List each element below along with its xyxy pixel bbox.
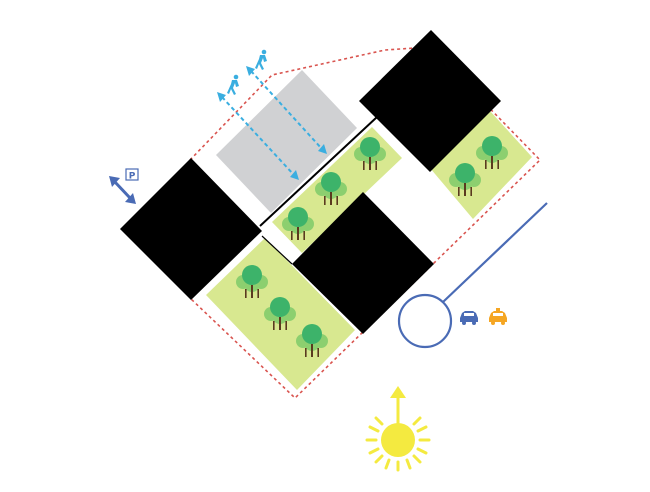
sun-icon <box>365 386 431 472</box>
building-top-right <box>359 30 501 172</box>
parking-icon: P <box>125 168 139 182</box>
plaza-area <box>216 70 357 213</box>
pedestrian-path-2 <box>246 66 327 154</box>
parking-access-arrow <box>109 176 136 204</box>
car-icon <box>460 311 478 325</box>
tree-icon <box>282 207 314 240</box>
green-area-right <box>430 111 532 219</box>
building-center <box>292 192 434 334</box>
divider-line <box>259 116 378 227</box>
tree-icon <box>296 324 328 357</box>
trees-layer <box>236 136 508 357</box>
car-icon <box>489 308 507 325</box>
pedestrian-path-1 <box>217 92 299 180</box>
tree-icon <box>264 297 296 330</box>
parking-label: P <box>129 172 136 182</box>
roundabout <box>397 293 453 349</box>
tree-icon <box>476 136 508 169</box>
tree-icon <box>236 265 268 298</box>
access-road <box>442 202 548 303</box>
pedestrian-icon <box>227 74 239 95</box>
tree-icon <box>315 172 347 205</box>
tree-icon <box>449 163 481 196</box>
building-left <box>120 158 262 300</box>
pedestrian-icon <box>255 49 267 70</box>
tree-icon <box>354 137 386 170</box>
divider-line <box>261 235 293 265</box>
